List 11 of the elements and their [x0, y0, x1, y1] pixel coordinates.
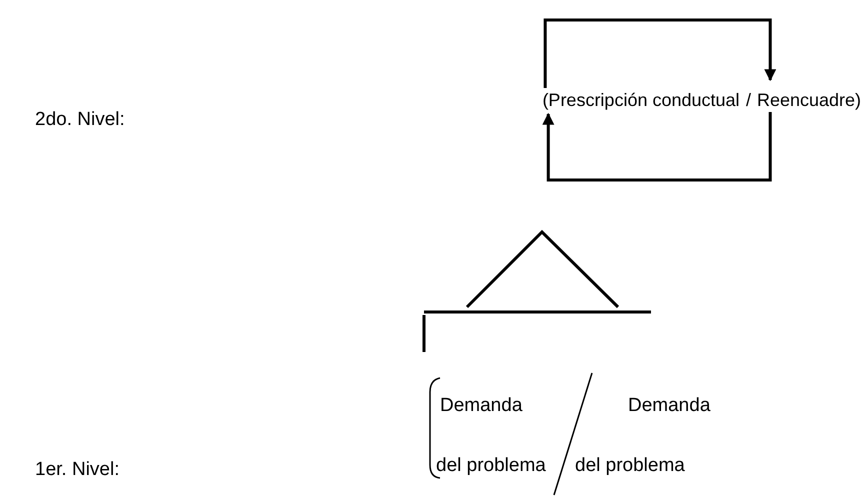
arrow: [542, 112, 772, 182]
level-label: 2do. Nivel:: [35, 109, 125, 131]
text-label: del problema: [575, 455, 685, 477]
level-text: (Prescripción conductual: [538, 88, 744, 112]
text-label: del problema: [436, 455, 546, 477]
text-label: Demanda: [440, 395, 522, 417]
level-label: 1er. Nivel:: [35, 459, 120, 481]
slash-separator: /: [746, 89, 752, 111]
arrow: [544, 18, 776, 88]
level-text: Reencuadre): [758, 88, 860, 112]
text-label: Demanda: [628, 395, 710, 417]
